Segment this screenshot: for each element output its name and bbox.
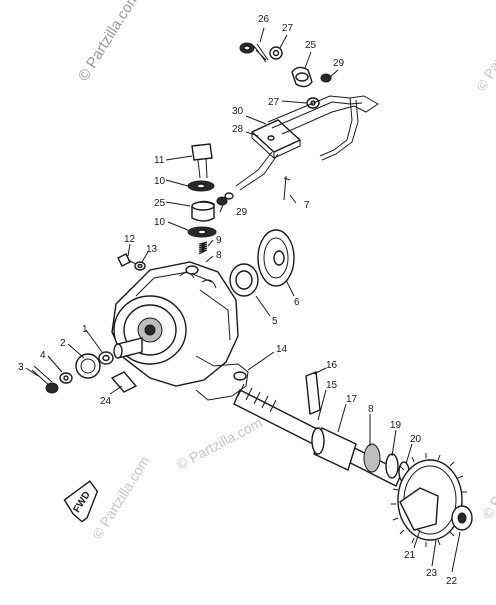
callout-30: 30 [232,106,244,117]
main-housing [111,261,249,401]
callout-12: 12 [124,234,136,245]
watermark-corner: © Partzilla.com [75,0,143,84]
callout-26: 26 [258,14,270,25]
grommet-25-mid [191,200,215,222]
shaft-assembly [233,383,410,487]
callout-19: 19 [390,420,402,431]
callout-28: 28 [232,124,244,135]
callout-11: 11 [154,155,165,166]
gear-21 [391,453,468,547]
callout-4: 4 [40,350,46,361]
spring-9 [198,241,208,255]
nut-22 [451,505,473,531]
callout-15: 15 [326,380,338,391]
callout-27-mid: 27 [268,97,280,108]
fwd-direction-arrow: FWD [63,480,99,523]
watermark-bottom-right: © Partzilla.com [479,433,496,521]
cover-2 [75,353,101,379]
nut-29-mid [216,192,234,206]
callout-10-top: 10 [154,176,166,187]
leader-lines [25,27,461,573]
pin-24 [110,371,138,393]
callout-5: 5 [272,316,278,327]
bolt-3 [31,365,59,394]
callout-6: 6 [294,297,300,308]
watermark-bottom-left: © Partzilla.com [89,453,153,541]
callout-29-mid: 29 [236,207,248,218]
washer-10-bottom [187,226,217,238]
grommet-25-top [291,66,313,88]
washer-10-top [187,180,215,192]
bearing-5 [229,263,259,297]
callout-13: 13 [146,244,158,255]
callout-3: 3 [18,362,24,373]
callout-22: 22 [446,576,458,587]
seal-1 [98,351,114,365]
watermark-top-right: © Partzilla.com [473,5,496,93]
pin-7 [283,175,291,201]
bracket-28 [250,119,302,160]
callout-23: 23 [426,568,438,579]
callout-16: 16 [326,360,338,371]
rod-30 [235,95,379,191]
bolt-11 [191,143,213,179]
callout-2: 2 [60,338,66,349]
callout-29-top: 29 [333,58,345,69]
callout-14: 14 [276,344,288,355]
callout-1: 1 [82,324,88,335]
washer-13 [134,261,146,271]
callout-27-top: 27 [282,23,294,34]
callout-25-mid: 25 [154,198,166,209]
gear-6 [257,229,295,287]
callout-10-bottom: 10 [154,217,166,228]
callout-21: 21 [404,550,416,561]
bolt-washer-26 [239,42,269,63]
callout-20: 20 [410,434,422,445]
callout-17: 17 [346,394,358,405]
callout-8-top: 8 [216,250,222,261]
callout-24: 24 [100,396,112,407]
housing-shaft [113,337,143,359]
nut-29-top [320,73,332,83]
callout-25-top: 25 [305,40,317,51]
key-16 [305,371,321,415]
washer-27-top [269,46,283,60]
watermark-center: © Partzilla.com [174,414,265,472]
callout-9: 9 [216,235,222,246]
washer-4 [59,372,73,384]
callout-7: 7 [304,200,310,211]
callout-labels: 26 27 25 29 27 30 28 11 10 25 29 10 7 9 … [18,14,458,587]
callout-8-bottom: 8 [368,404,374,415]
